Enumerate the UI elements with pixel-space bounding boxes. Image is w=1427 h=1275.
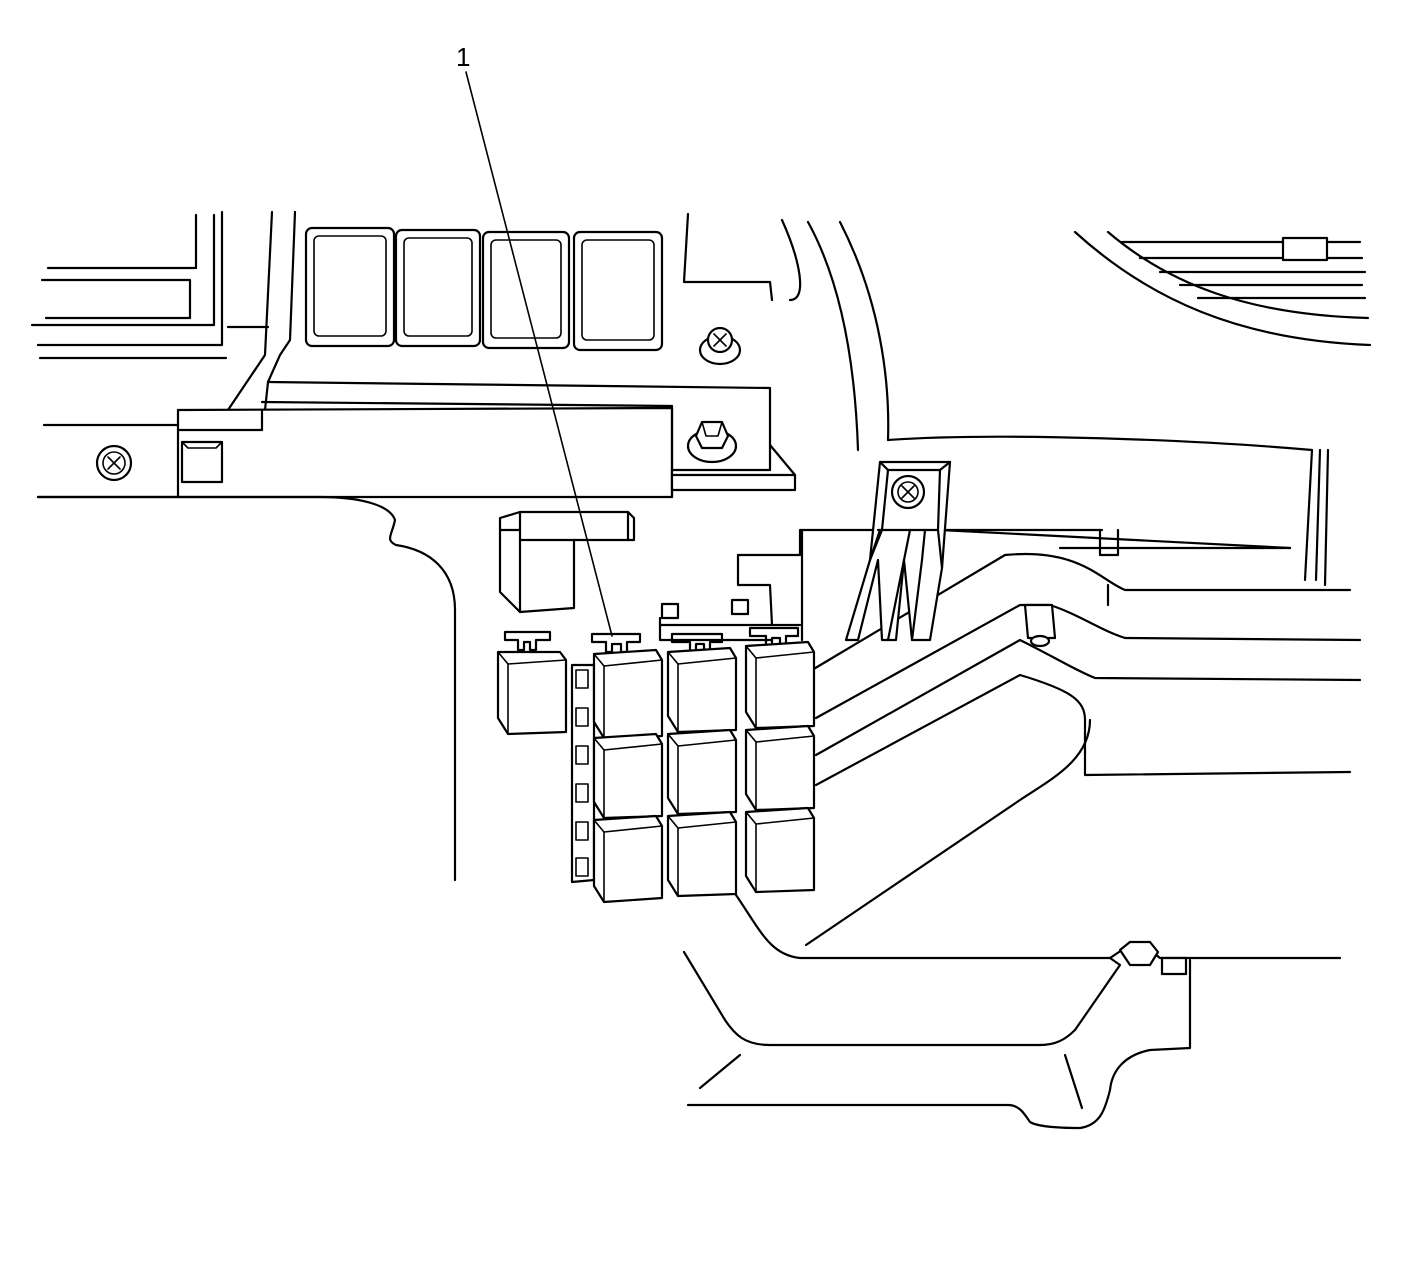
relay-module <box>666 728 738 816</box>
relay-clip <box>503 630 552 652</box>
fuse-windows <box>304 226 664 352</box>
relay-clip <box>590 632 642 654</box>
relay-module <box>666 810 738 898</box>
relay-module <box>592 732 664 820</box>
terminal-strip <box>570 663 596 884</box>
relay-module <box>496 650 568 736</box>
leader-line <box>465 71 613 637</box>
lower-floor-panel <box>682 893 1342 1130</box>
fuse-window <box>572 230 664 352</box>
relay-clip <box>748 626 800 648</box>
upper-screw-icon <box>698 326 742 366</box>
angle-bracket <box>498 510 636 614</box>
relay-module <box>666 646 738 734</box>
hex-bolt-icon <box>686 420 738 464</box>
relay-module <box>744 724 816 812</box>
relay-module <box>744 806 816 894</box>
relay-array <box>496 598 816 904</box>
callout-1: 1 <box>456 42 613 637</box>
relay-module <box>592 814 664 904</box>
relay-module <box>592 648 664 740</box>
upper-fuse-block <box>176 210 797 499</box>
fuse-window <box>481 230 571 350</box>
left-screw-icon <box>95 444 133 482</box>
dash-trim-curves <box>780 218 1372 587</box>
fuse-window <box>394 228 482 348</box>
relay-housing <box>736 528 1362 947</box>
lower-left-panel <box>36 495 457 882</box>
relay-clip <box>670 632 724 654</box>
relay-bracket <box>844 460 952 642</box>
callout-label: 1 <box>456 42 470 72</box>
fuse-window <box>304 226 396 348</box>
relay-module <box>744 640 816 730</box>
